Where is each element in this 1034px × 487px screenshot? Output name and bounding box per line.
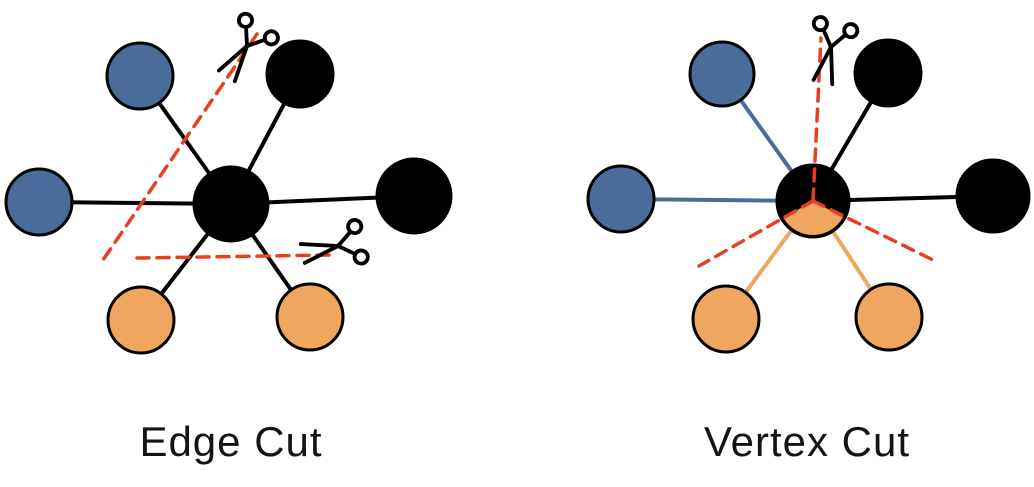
cut-line <box>811 36 823 203</box>
graph-node <box>105 41 175 111</box>
panel-edge-cut <box>4 11 453 355</box>
scissors-icon <box>811 15 860 87</box>
center-node-sector <box>783 201 844 236</box>
graph-node <box>688 40 756 108</box>
scissors-icon <box>216 11 280 84</box>
edge-cut-label: Edge Cut <box>139 418 322 465</box>
graph-node <box>691 284 761 354</box>
graph-node <box>854 282 924 352</box>
graph-node <box>275 282 345 352</box>
cut-line <box>101 32 259 262</box>
vertex-cut-label: Vertex Cut <box>704 418 910 465</box>
graph-node <box>265 39 335 109</box>
graph-node <box>955 158 1031 234</box>
graph-node <box>586 164 656 234</box>
cut-line <box>811 199 935 262</box>
center-node <box>192 165 270 243</box>
scissors-icon <box>298 217 370 266</box>
graph-node <box>4 167 74 237</box>
cut-line <box>135 253 333 260</box>
cut-line <box>697 199 815 268</box>
graph-node <box>375 157 453 235</box>
graph-node <box>853 38 923 108</box>
graph-node <box>106 285 176 355</box>
panel-vertex-cut <box>586 15 1031 354</box>
